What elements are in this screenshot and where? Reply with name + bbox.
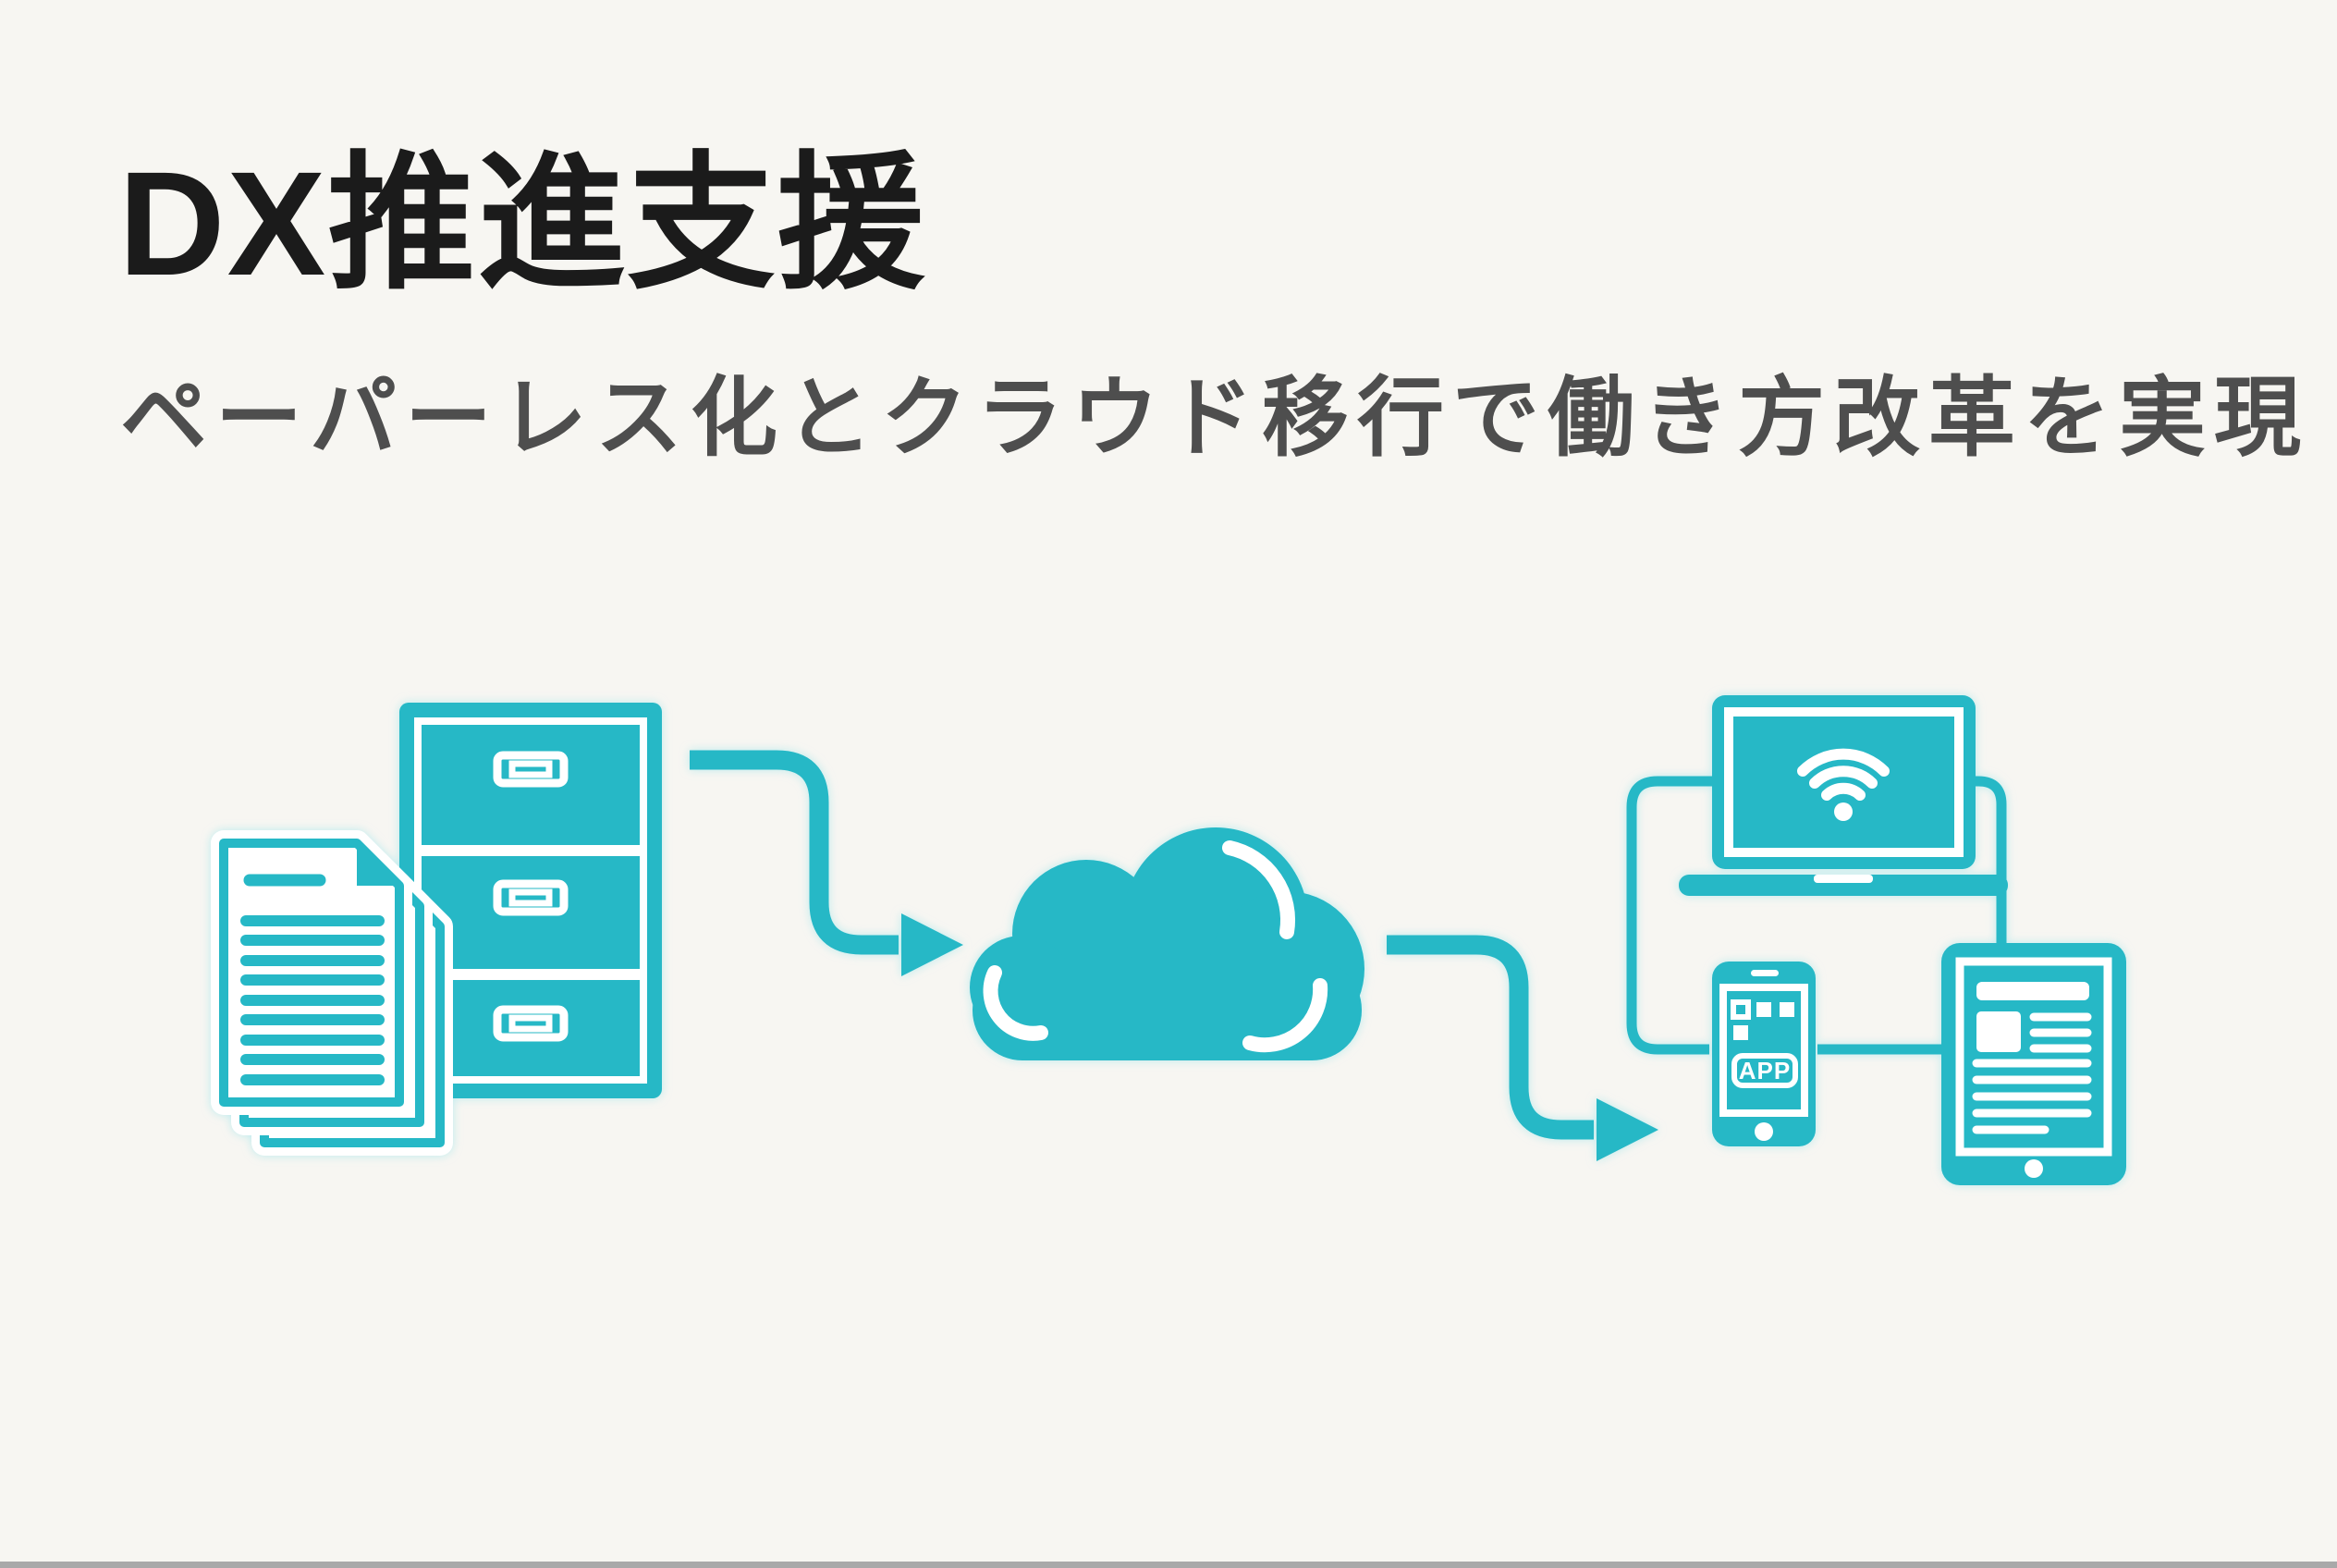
app-badge-label: APP xyxy=(1739,1057,1791,1084)
arrow-cloud-to-devices-icon xyxy=(1387,935,1658,1161)
wifi-icon xyxy=(1797,748,1890,821)
page-title: DX推進支援 xyxy=(118,141,927,306)
laptop-base xyxy=(1679,875,2008,896)
cloud-highlights xyxy=(983,840,1328,1053)
phone-screen xyxy=(1719,984,1808,1117)
tablet-home-button xyxy=(2025,1159,2043,1178)
drawer-handle xyxy=(493,1005,569,1042)
smartphone-app-icon: APP xyxy=(1712,962,1816,1146)
page-subtitle: ペーパーレス化とクラウド移行で働き方改革を実現 xyxy=(120,369,2310,466)
device-connector-lines xyxy=(1626,776,2007,1055)
file-cabinet-icon xyxy=(399,703,662,1098)
document-text-lines xyxy=(240,874,385,1085)
phone-home-button xyxy=(1755,1122,1773,1141)
bottom-edge-bar xyxy=(0,1562,2337,1568)
app-badge: APP xyxy=(1731,1053,1798,1088)
documents-icon xyxy=(211,830,453,1156)
phone-speaker xyxy=(1751,970,1779,976)
tablet-article-content xyxy=(1972,982,2092,1134)
arrow-cabinet-to-cloud-icon xyxy=(690,750,963,976)
folded-corner xyxy=(357,843,399,886)
app-grid xyxy=(1731,999,1794,1040)
drawer-handle xyxy=(493,879,569,916)
tablet-screen xyxy=(1955,957,2112,1157)
laptop-wifi-icon xyxy=(1679,695,2008,896)
drawer-handle xyxy=(493,751,569,788)
tablet-icon xyxy=(1941,943,2126,1185)
cloud-icon xyxy=(970,827,1364,1060)
